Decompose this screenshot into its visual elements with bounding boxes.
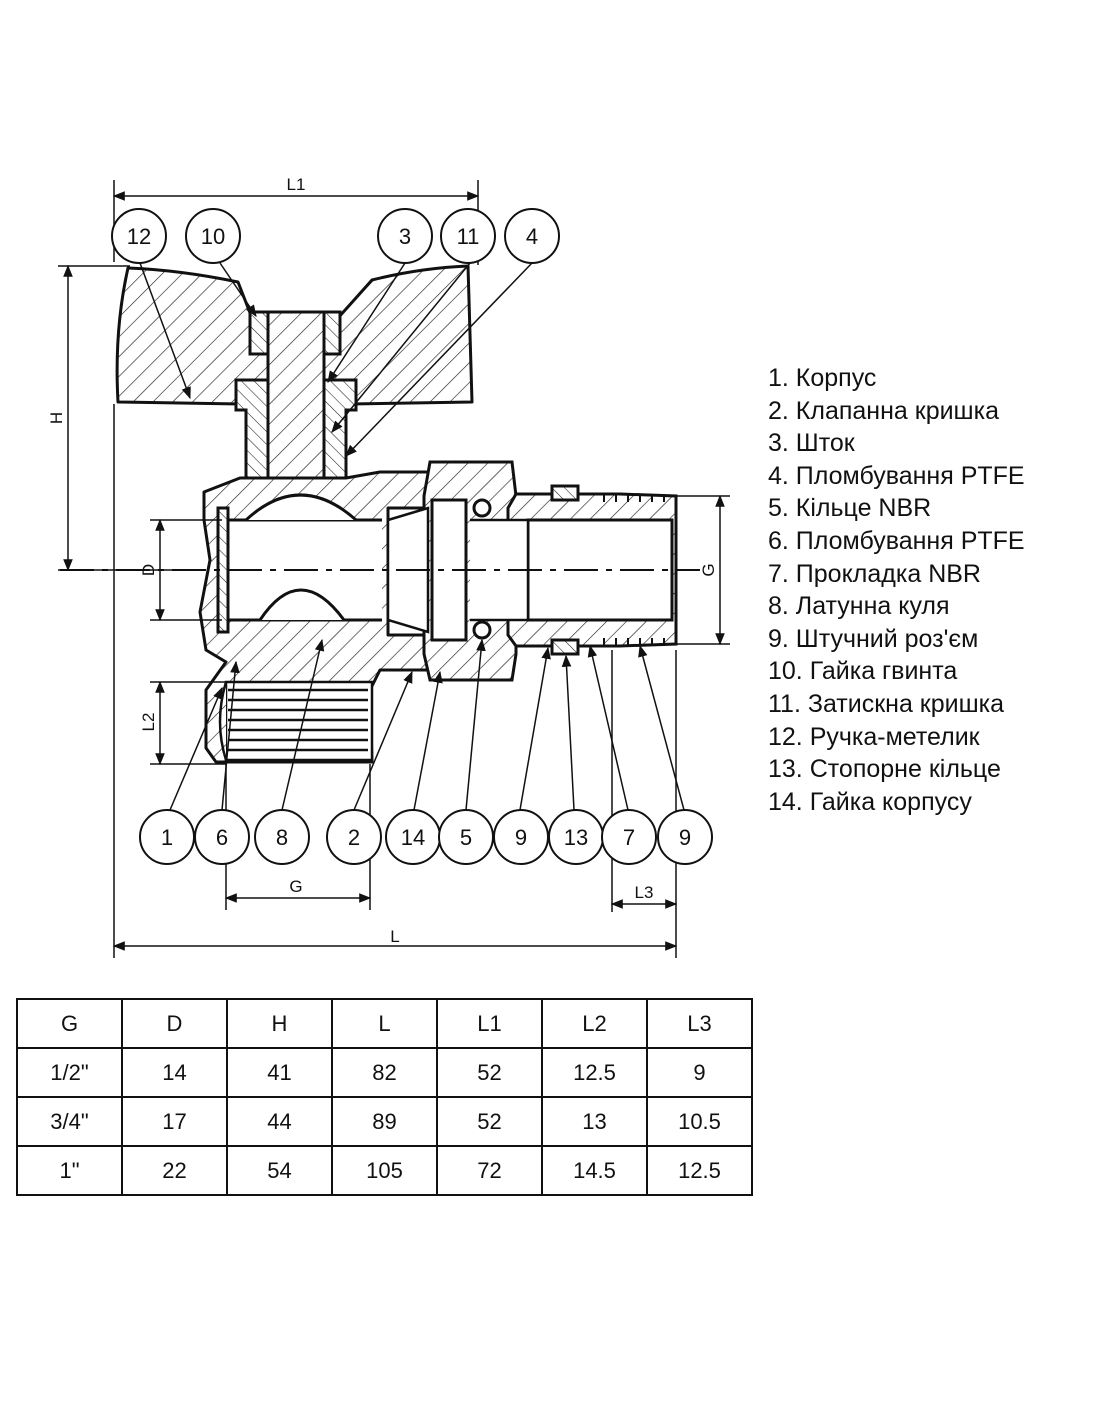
table-header-row: G D H L L1 L2 L3	[16, 998, 753, 1049]
dim-label-L: L	[390, 927, 399, 946]
header-cell: G	[16, 998, 123, 1049]
callout-top-4: 11	[457, 224, 480, 249]
callout-top-5: 4	[526, 224, 538, 249]
header-cell: D	[121, 998, 228, 1049]
callout-top-3: 3	[399, 224, 411, 249]
legend-item: 13. Стопорне кільце	[768, 755, 1001, 784]
dim-label-G-side: G	[699, 563, 718, 576]
table-cell: 105	[331, 1145, 438, 1196]
table-cell: 10.5	[646, 1096, 753, 1147]
callout-top-1: 12	[127, 224, 151, 249]
table-row: 1" 22 54 105 72 14.5 12.5	[16, 1145, 753, 1196]
legend-item: 9. Штучний роз'єм	[768, 624, 979, 653]
dim-label-L3: L3	[635, 883, 654, 902]
table-row: 3/4" 17 44 89 52 13 10.5	[16, 1096, 753, 1147]
table-cell: 13	[541, 1096, 648, 1147]
table-cell: 22	[121, 1145, 228, 1196]
callout-top-2: 10	[201, 224, 225, 249]
table-cell: 52	[436, 1047, 543, 1098]
dim-label-H: H	[47, 412, 66, 424]
header-cell: H	[226, 998, 333, 1049]
dimensions-table: G D H L L1 L2 L3 1/2" 14 41 82 52 12.5 9…	[16, 998, 753, 1196]
valve-section-drawing: L1 H D L2 G G L3 L 12 10 3 11	[47, 175, 730, 958]
callout-bottom-3: 8	[276, 825, 288, 850]
legend-item: 12. Ручка-метелик	[768, 722, 980, 751]
legend-item: 6. Пломбування PTFE	[768, 526, 1025, 555]
table-cell: 9	[646, 1047, 753, 1098]
callout-bottom-9: 7	[623, 825, 635, 850]
callout-bottom-1: 1	[161, 825, 173, 850]
callout-bottom-10: 9	[679, 825, 691, 850]
table-cell: 12.5	[646, 1145, 753, 1196]
dim-label-G-bottom: G	[289, 877, 302, 896]
table-row: 1/2" 14 41 82 52 12.5 9	[16, 1047, 753, 1098]
callout-bottom-5: 14	[401, 825, 425, 850]
dim-label-L1: L1	[287, 175, 306, 194]
callout-bottom-4: 2	[348, 825, 360, 850]
header-cell: L3	[646, 998, 753, 1049]
table-cell: 89	[331, 1096, 438, 1147]
legend-item: 3. Шток	[768, 429, 855, 458]
leader-lines	[139, 262, 685, 811]
table-cell: 54	[226, 1145, 333, 1196]
legend-item: 11. Затискна кришка	[768, 689, 1005, 718]
table-cell: 52	[436, 1096, 543, 1147]
table-cell: 82	[331, 1047, 438, 1098]
brass-ball	[216, 493, 357, 634]
table-cell: 41	[226, 1047, 333, 1098]
legend-item: 8. Латунна куля	[768, 592, 950, 621]
callout-bottom-8: 13	[564, 825, 588, 850]
bottom-male-thread	[218, 680, 374, 762]
legend-item: 14. Гайка корпусу	[768, 787, 972, 816]
table-cell: 17	[121, 1096, 228, 1147]
legend-item: 1. Корпус	[768, 364, 877, 392]
legend-item: 7. Прокладка NBR	[768, 559, 981, 588]
table-cell: 12.5	[541, 1047, 648, 1098]
dim-label-D: D	[139, 564, 158, 576]
callout-bottom-6: 5	[460, 825, 472, 850]
table-cell: 1"	[16, 1145, 123, 1196]
table-cell: 14.5	[541, 1145, 648, 1196]
table-cell: 1/2"	[16, 1047, 123, 1098]
header-cell: L2	[541, 998, 648, 1049]
table-cell: 72	[436, 1145, 543, 1196]
callout-bottom-2: 6	[216, 825, 228, 850]
legend-item: 2. Клапанна кришка	[768, 396, 1000, 425]
legend-item: 10. Гайка гвинта	[768, 657, 958, 686]
header-cell: L1	[436, 998, 543, 1049]
legend-item: 5. Кільце NBR	[768, 494, 932, 523]
table-cell: 14	[121, 1047, 228, 1098]
dim-label-L2: L2	[139, 713, 158, 732]
table-cell: 44	[226, 1096, 333, 1147]
header-cell: L	[331, 998, 438, 1049]
table-cell: 3/4"	[16, 1096, 123, 1147]
parts-legend: 1. Корпус 2. Клапанна кришка 3. Шток 4. …	[768, 362, 1025, 818]
callout-bottom-7: 9	[515, 825, 527, 850]
legend-item: 4. Пломбування PTFE	[768, 461, 1025, 490]
